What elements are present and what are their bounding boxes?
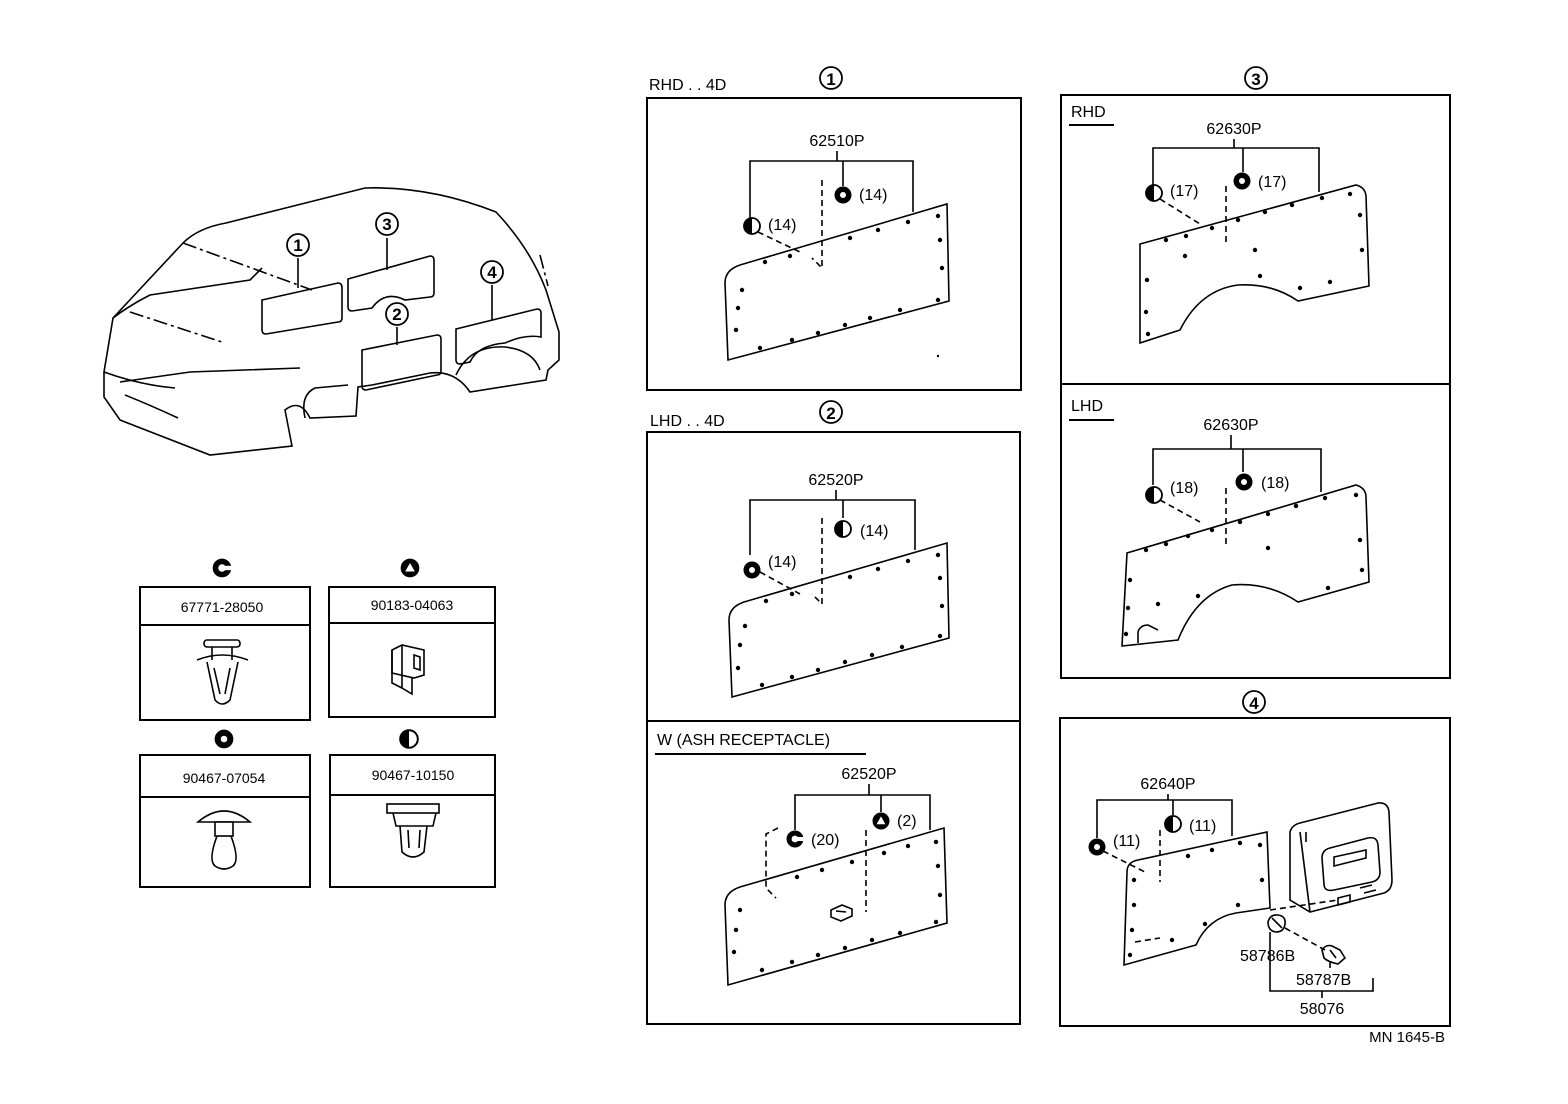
clip-hole-marks — [733, 213, 945, 351]
solid-circle-symbol-icon — [214, 729, 234, 749]
callout-3: 3 — [1251, 70, 1260, 89]
variant-label: W (ASH RECEPTACLE) — [657, 732, 830, 749]
solid-circle-symbol-icon — [834, 186, 852, 204]
panel-1-outline — [261, 282, 343, 335]
variant-label: LHD . . 4D — [650, 413, 725, 430]
figure-code: MN 1645-B — [1369, 1029, 1445, 1046]
variant-label: RHD . . 4D — [649, 77, 726, 94]
variant-label: LHD — [1071, 398, 1103, 415]
panel-1-section: RHD . . 4D 1 62510P (14) (14) — [646, 66, 1022, 391]
callout-2: 2 — [392, 305, 401, 324]
quantity: (14) — [860, 523, 888, 540]
trim-board — [1121, 484, 1370, 647]
trim-board — [728, 541, 950, 699]
half-circle-symbol-icon — [1145, 486, 1163, 504]
part-number: 58076 — [1300, 1001, 1345, 1018]
trim-clip-icon — [386, 803, 440, 858]
half-circle-symbol-icon — [1145, 184, 1163, 202]
half-circle-symbol-icon — [743, 217, 761, 235]
fastener-box — [139, 754, 311, 888]
quantity: (2) — [897, 813, 917, 830]
quantity: (11) — [1113, 833, 1140, 850]
fastener-part-number: 67771-28050 — [181, 599, 264, 615]
variant-label: RHD — [1071, 104, 1106, 121]
clip-hole-marks — [735, 552, 945, 688]
half-circle-symbol-icon — [399, 729, 419, 749]
panel-3-outline — [347, 255, 435, 312]
vehicle-overview: 1 3 2 4 — [103, 187, 560, 456]
fastener-box — [139, 586, 311, 721]
trim-board — [724, 826, 948, 987]
callout-3: 3 — [382, 215, 391, 234]
trim-board — [1123, 831, 1271, 967]
clip-hole-marks — [1143, 191, 1365, 337]
clip-hole-marks — [1127, 840, 1265, 958]
bulb-icon — [1321, 944, 1347, 965]
quantity: (17) — [1258, 174, 1286, 191]
callout-1: 1 — [293, 236, 302, 255]
panel-2-outline — [361, 334, 442, 391]
quantity: (18) — [1261, 475, 1289, 492]
trim-board — [724, 202, 950, 362]
fastener-part-number: 90467-10150 — [372, 767, 455, 783]
clip-ring-symbol-icon — [786, 830, 805, 848]
push-clip-icon — [196, 639, 249, 705]
solid-circle-symbol-icon — [743, 561, 761, 579]
quantity: (14) — [768, 217, 796, 234]
part-number: 62630P — [1206, 121, 1261, 138]
solid-circle-symbol-icon — [1088, 838, 1106, 856]
quantity: (14) — [768, 554, 796, 571]
fastener-part-number: 90467-07054 — [183, 770, 266, 786]
triangle-symbol-icon — [872, 812, 890, 830]
quantity: (11) — [1189, 818, 1216, 835]
trim-board — [1139, 184, 1370, 345]
part-number: 62630P — [1203, 417, 1258, 434]
clip-ring-symbol-icon — [212, 558, 233, 578]
callout-4: 4 — [1249, 694, 1259, 713]
part-number: 62640P — [1140, 776, 1195, 793]
quantity: (18) — [1170, 480, 1198, 497]
quantity: (14) — [859, 187, 887, 204]
grommet-clip-icon — [195, 810, 253, 870]
callout-2: 2 — [826, 404, 835, 423]
half-circle-symbol-icon — [834, 520, 852, 538]
solid-circle-symbol-icon — [1235, 473, 1253, 491]
ash-receptacle-icon — [830, 904, 853, 922]
clip-hole-marks — [731, 839, 943, 973]
quantity: (20) — [811, 832, 839, 849]
part-number: 58787B — [1296, 972, 1351, 989]
bulb-socket-icon — [1267, 914, 1286, 933]
clip-hole-marks — [1123, 492, 1365, 637]
panel-3-section: 3 RHD 62630P (17) (17) LHD 62630P (18) (… — [1060, 66, 1451, 679]
callout-4: 4 — [487, 263, 497, 282]
part-number: 62520P — [808, 472, 863, 489]
ash-receptacle-housing — [1289, 802, 1393, 913]
fastener-box — [328, 586, 496, 718]
part-number: 62510P — [809, 133, 864, 150]
quantity: (17) — [1170, 183, 1198, 200]
fastener-part-number: 90183-04063 — [371, 597, 454, 613]
panel-4-outline — [455, 308, 542, 365]
fastener-legend: 67771-28050 90183-04063 90467-07054 — [139, 558, 496, 888]
part-number: 58786B — [1240, 948, 1295, 965]
solid-circle-symbol-icon — [1233, 172, 1251, 190]
spring-nut-icon — [391, 644, 425, 696]
part-number: 62520P — [841, 766, 896, 783]
panel-4-section: 4 62640P (11) (11) — [1059, 690, 1451, 1027]
fastener-box — [329, 754, 496, 888]
callout-1: 1 — [826, 70, 835, 89]
triangle-symbol-icon — [400, 558, 420, 578]
half-circle-symbol-icon — [1164, 815, 1182, 833]
panel-2-section: LHD . . 4D 2 62520P (14) (14) W (ASH REC… — [646, 400, 1021, 1025]
